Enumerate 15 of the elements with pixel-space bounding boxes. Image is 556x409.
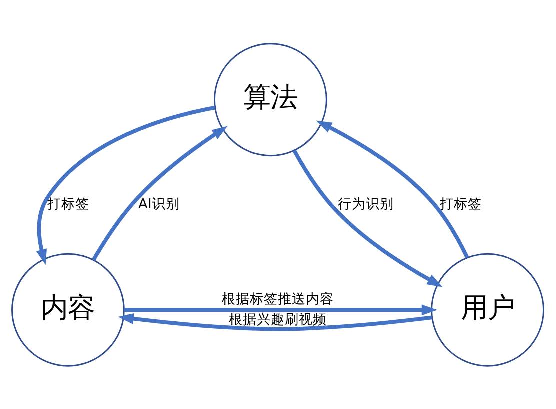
edge-label: 根据兴趣刷视频	[229, 311, 327, 328]
edge-label: 根据标签推送内容	[222, 291, 334, 308]
arrow	[124, 304, 438, 316]
edge-label: 行为识别	[338, 196, 394, 212]
edge-label: AI识别	[138, 196, 180, 212]
node-circle: 用户	[431, 252, 544, 366]
arrow	[92, 126, 228, 260]
node-circle: 算法	[214, 42, 328, 156]
edge-label: 打标签	[48, 196, 90, 212]
node-circle: 内容	[12, 252, 125, 366]
arrow	[316, 120, 470, 258]
arrow	[118, 312, 432, 331]
edge-label: 打标签	[440, 196, 482, 212]
arrow	[36, 105, 216, 265]
arrow	[292, 149, 443, 287]
